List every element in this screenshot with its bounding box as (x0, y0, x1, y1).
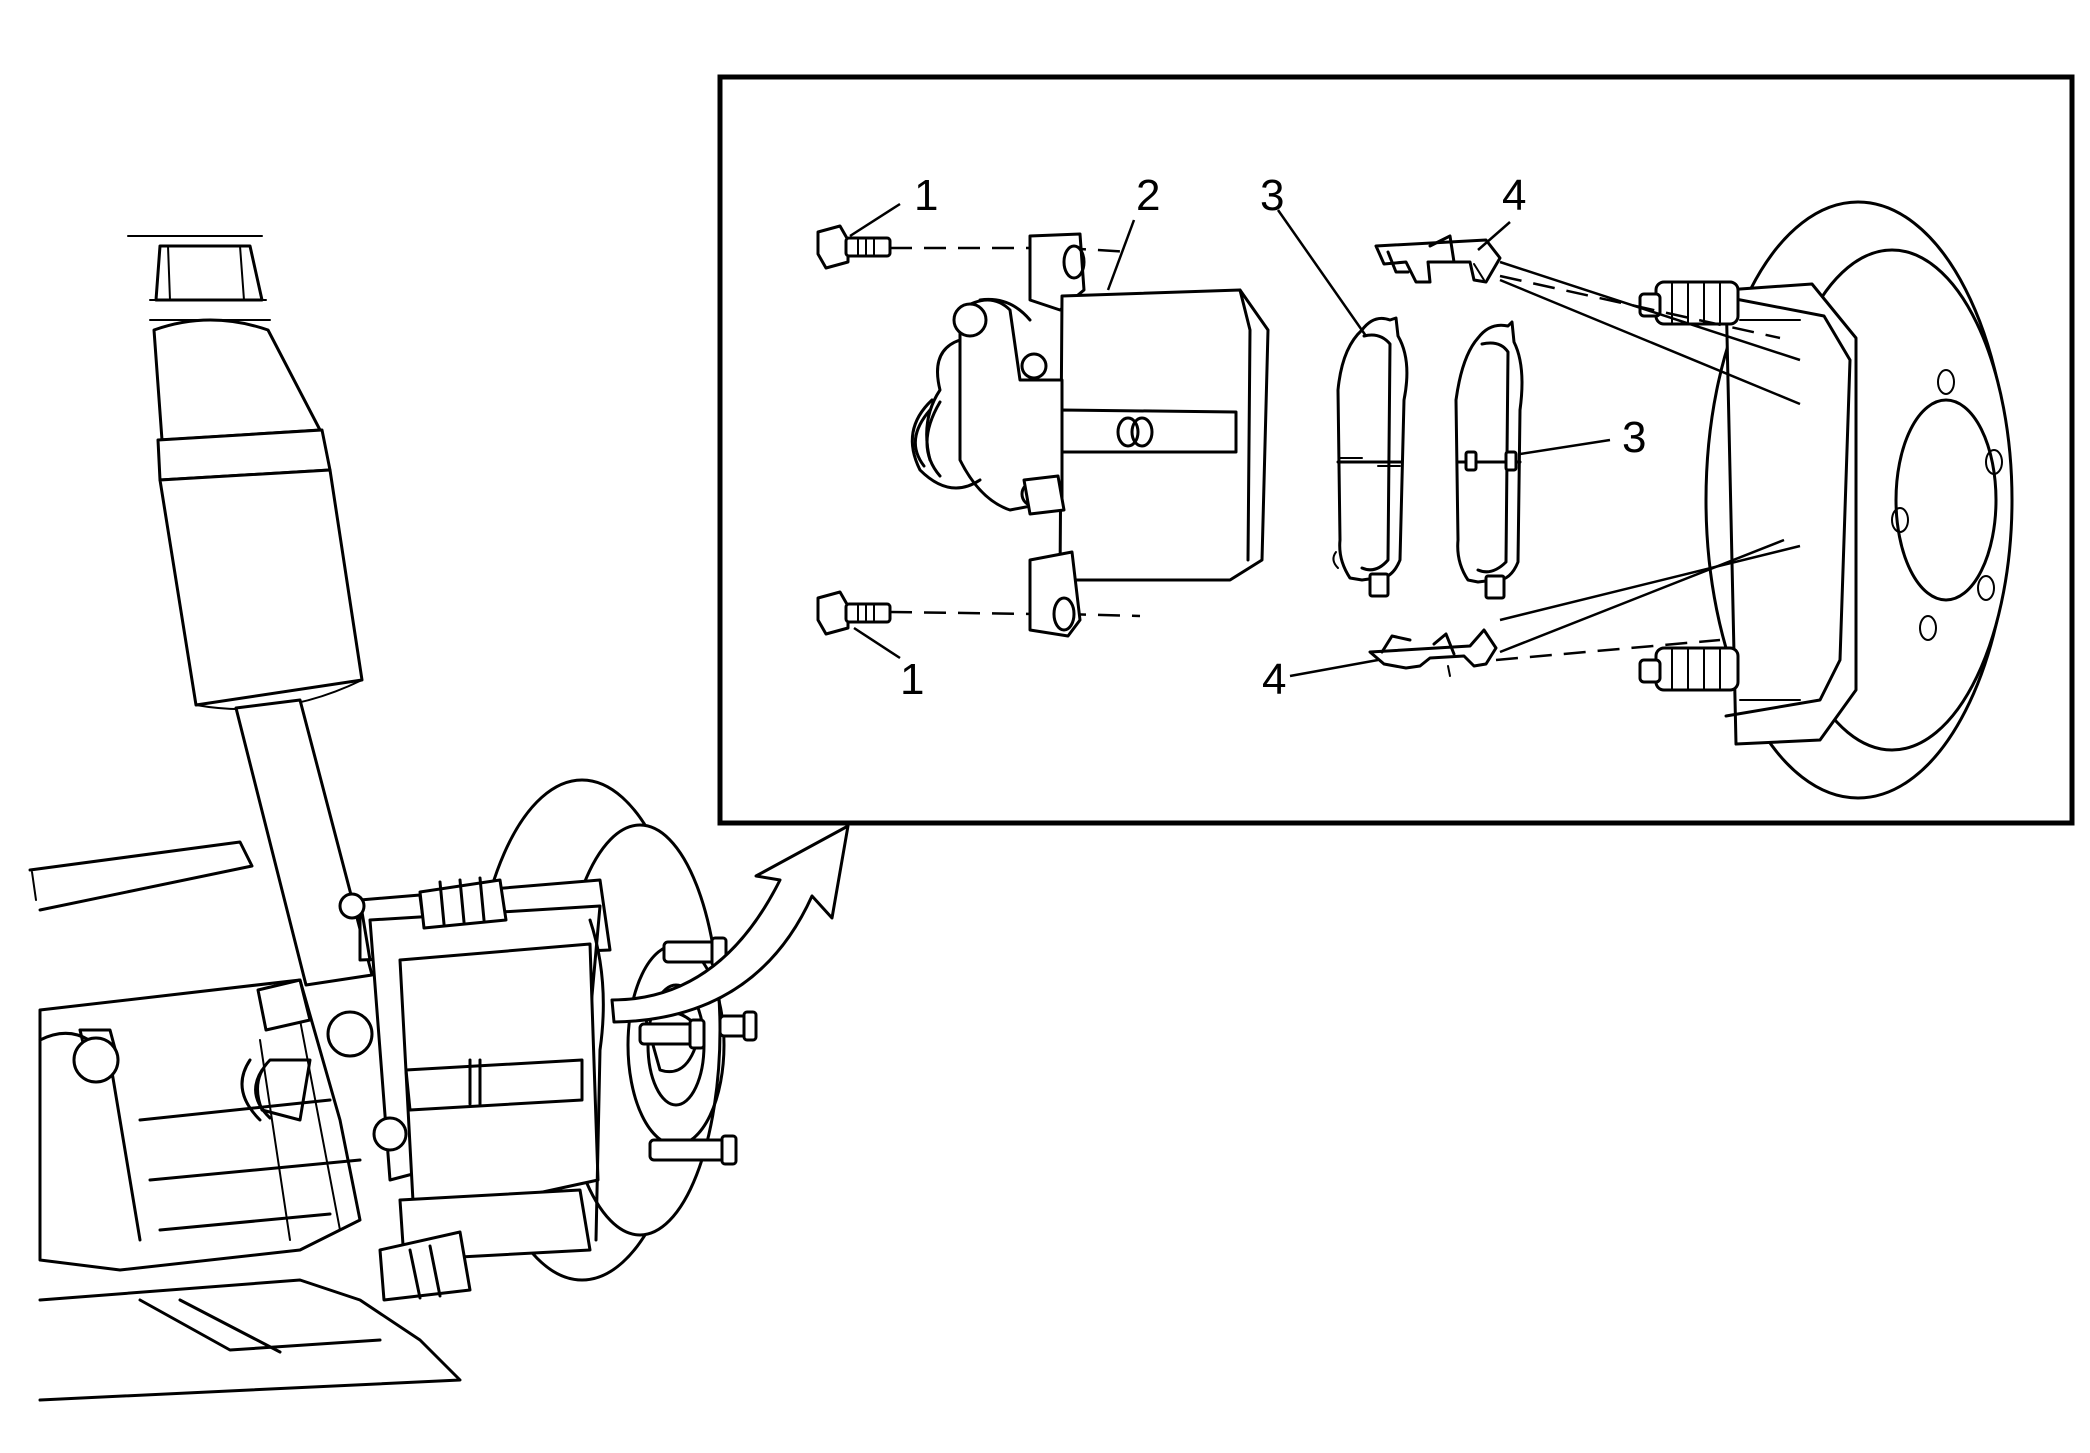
callout-3-right: 3 (1622, 413, 1646, 462)
brake-caliper (910, 232, 1270, 638)
caliper-bolt-upper (816, 224, 892, 270)
knuckle-and-control-arm (28, 840, 462, 1402)
callout-1-upper: 1 (914, 171, 938, 220)
caliper-bolt-lower (816, 590, 892, 636)
strut-assembly (127, 235, 374, 987)
callout-leaders (849, 202, 1611, 678)
wheel-studs (638, 936, 758, 1166)
assembly-alignment-lines (1495, 260, 1801, 662)
pad-clip-lower (1368, 628, 1498, 677)
overview-caliper (326, 876, 612, 1302)
inset-caliper-bracket (1638, 280, 1858, 746)
zoom-arrow (610, 824, 850, 1024)
callout-1-lower: 1 (900, 655, 924, 704)
brake-pad-inner (1454, 320, 1524, 600)
inset-lug-holes (1891, 369, 2003, 641)
brake-pad-outer (1332, 316, 1409, 598)
pad-clip-upper (1374, 234, 1502, 284)
callout-3-left: 3 (1260, 171, 1284, 220)
callout-4-upper: 4 (1502, 171, 1526, 220)
callout-4-lower: 4 (1262, 655, 1286, 704)
callout-2: 2 (1136, 171, 1160, 220)
